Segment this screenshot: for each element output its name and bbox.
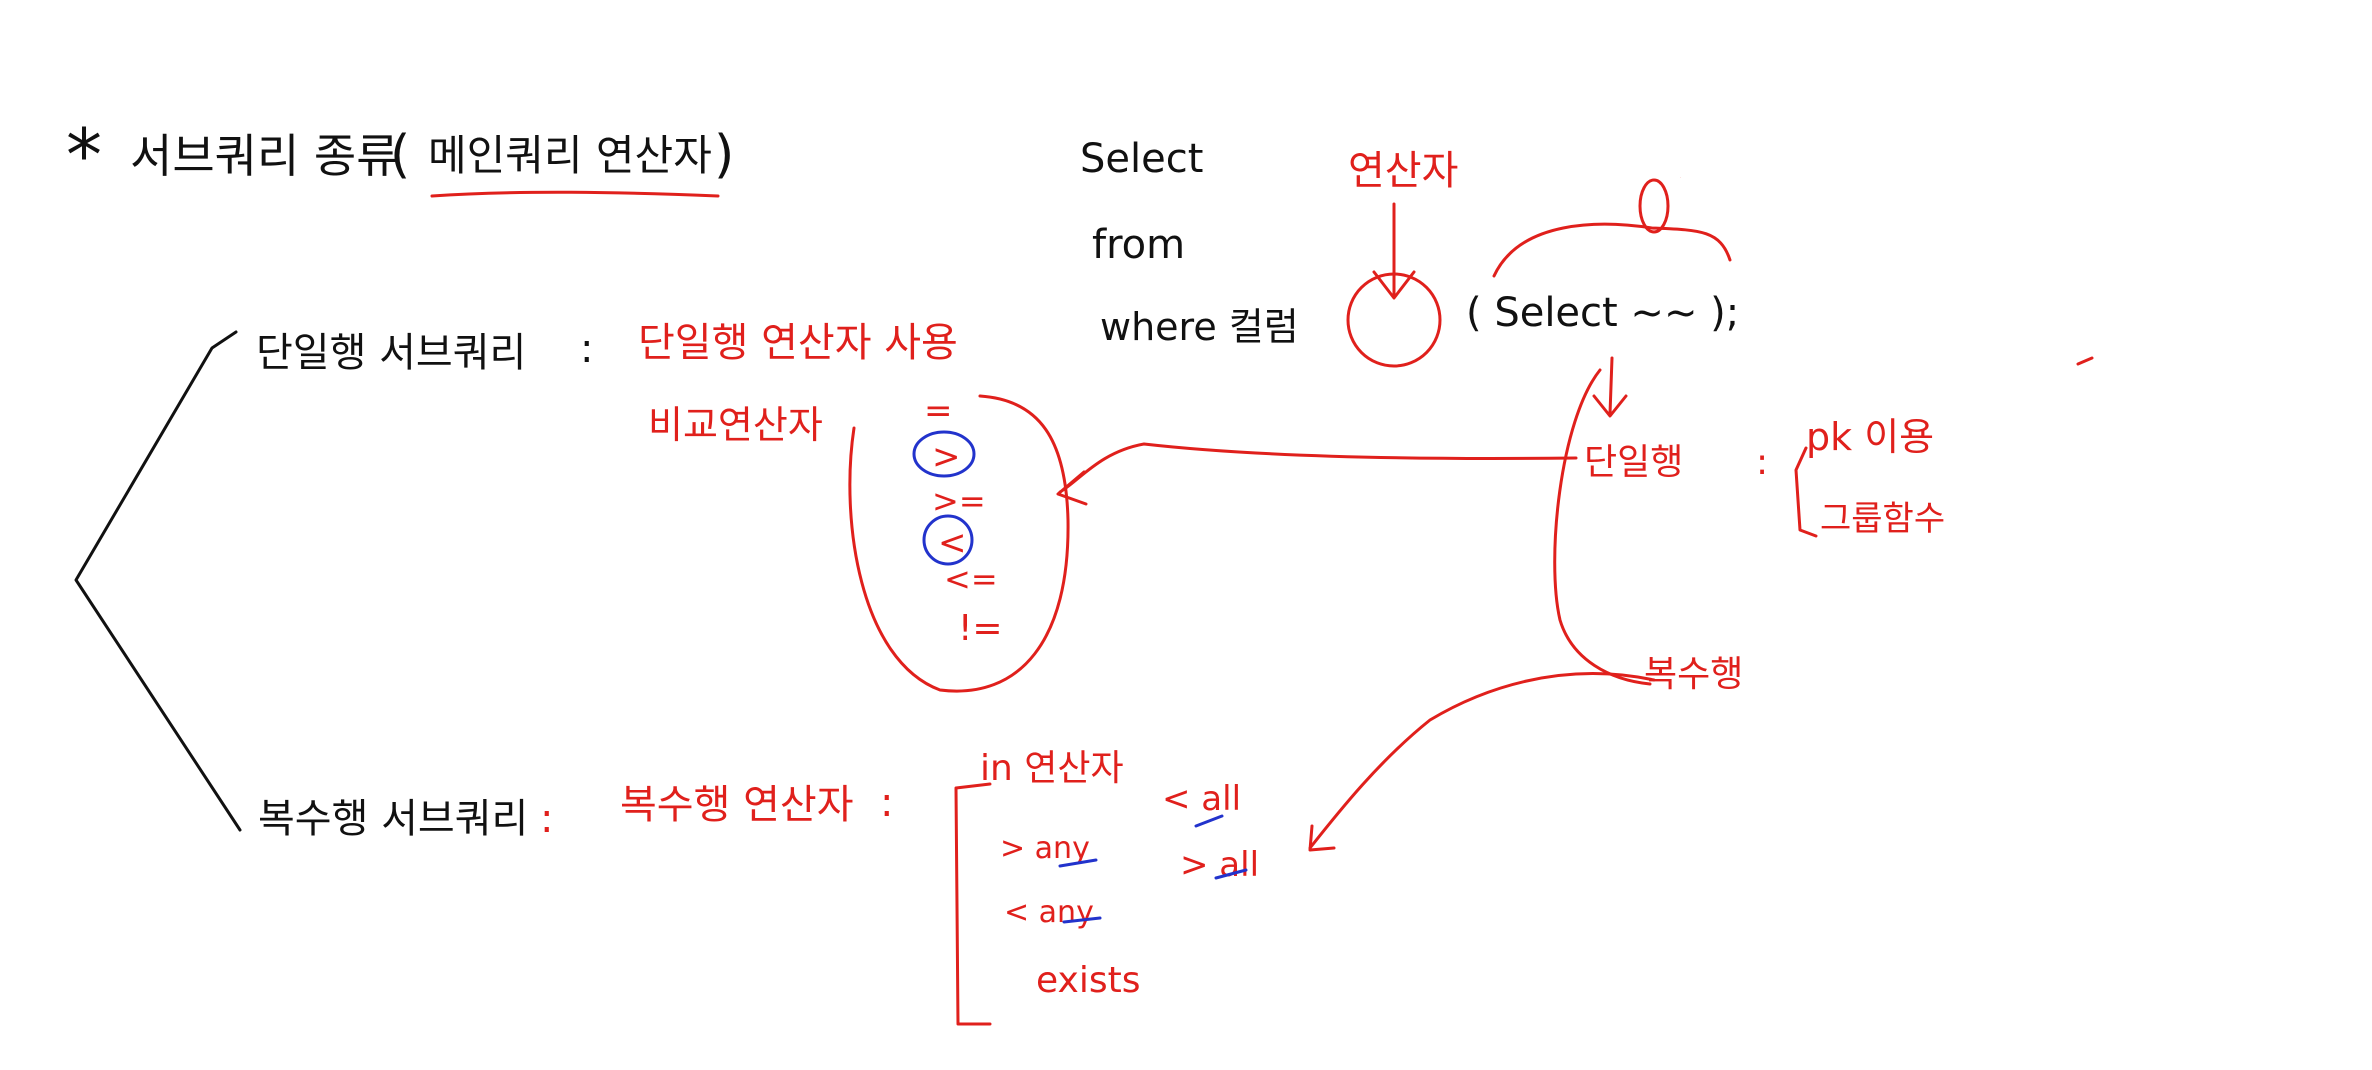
marker-ellipse [1638, 178, 1670, 234]
op-gt-circle [912, 430, 976, 478]
compare-label: 비교연산자 [648, 403, 823, 447]
title-paren-close: ) [714, 125, 734, 185]
op-lt: < [938, 523, 967, 563]
multi-row-colon: : [540, 796, 553, 842]
multi-op-lt-all-underline [1194, 814, 1224, 828]
query-where: where 컬럼 [1100, 305, 1299, 349]
query-skeleton: Select from where 컬럼 연산자 ( Select ~~ ); … [1080, 136, 2094, 368]
multi-row-colon2: : [880, 780, 893, 826]
right-single-label: 단일행 [1584, 442, 1683, 483]
compare-operator-loop [848, 394, 1070, 693]
subquery-arc [1492, 222, 1732, 278]
multi-row-note: 복수행 연산자 [620, 782, 854, 828]
marker-text: ① [1680, 177, 1681, 179]
op-neq: != [958, 608, 1003, 649]
operator-label: 연산자 [1348, 148, 1458, 194]
multi-op-exists: exists [1036, 960, 1140, 1001]
multi-op-gt-all: > all [1180, 845, 1259, 885]
single-row-note: 단일행 연산자 사용 [638, 320, 958, 366]
single-row-colon: : [580, 326, 593, 372]
multi-op-gt-any: > any [1000, 831, 1090, 866]
query-select: Select [1080, 136, 1203, 182]
title-group: * 서브쿼리 종류 ( 메인쿼리 연산자 ) [66, 113, 734, 198]
multi-op-gt-any-underline [1058, 858, 1098, 868]
arrow-to-multi [1308, 672, 1656, 852]
single-row-group: 단일행 서브쿼리 : 단일행 연산자 사용 비교연산자 = > >= < <= … [256, 320, 1070, 693]
title-paren-open: ( [390, 125, 410, 185]
multi-row-operator-list: in 연산자 > any < any exists < all > all [980, 748, 1259, 1001]
op-eq: = [924, 391, 953, 431]
down-arrow [1592, 356, 1628, 418]
right-single-colon: : [1756, 442, 1768, 483]
single-row-label: 단일행 서브쿼리 [256, 330, 526, 376]
operator-arrow [1372, 202, 1416, 300]
op-gte: >= [932, 482, 986, 520]
stray-dot [2076, 356, 2094, 366]
right-branch-group: 단일행 : pk 이용 그룹함수 복수행 [1584, 415, 1945, 695]
branch-line [1553, 368, 1652, 686]
right-branch-bracket [1794, 446, 1818, 538]
title-star: * [66, 113, 102, 197]
title-text: 서브쿼리 종류 [130, 129, 399, 183]
compare-operator-list: = > >= < <= != [912, 391, 1003, 649]
subquery-arrows [1056, 356, 1656, 852]
multi-op-in: in 연산자 [980, 748, 1124, 789]
right-multi-label: 복수행 [1644, 654, 1743, 695]
multi-row-bracket [954, 782, 992, 1026]
multi-op-gt-all-underline [1214, 868, 1248, 880]
op-gt: > [932, 437, 961, 477]
multi-row-label: 복수행 서브쿼리 [258, 796, 528, 842]
multi-op-lt-all: < all [1162, 779, 1241, 819]
arrow-to-compare [1056, 442, 1578, 506]
subquery-text: ( Select ~~ ); [1466, 290, 1739, 336]
title-sub: 메인쿼리 연산자 [428, 131, 712, 180]
multi-row-group: 복수행 서브쿼리 : 복수행 연산자 : in 연산자 > any < any … [258, 748, 1259, 1026]
op-lte: <= [944, 560, 998, 598]
multi-op-lt-any: < any [1004, 895, 1094, 930]
op-lt-circle [922, 514, 974, 566]
right-agg-label: 그룹함수 [1820, 499, 1945, 539]
left-bracket [74, 330, 242, 832]
multi-op-lt-any-underline [1062, 916, 1102, 924]
right-pk-label: pk 이용 [1806, 415, 1934, 459]
title-underline [430, 190, 720, 198]
operator-circle [1346, 272, 1442, 368]
query-from: from [1092, 222, 1185, 268]
